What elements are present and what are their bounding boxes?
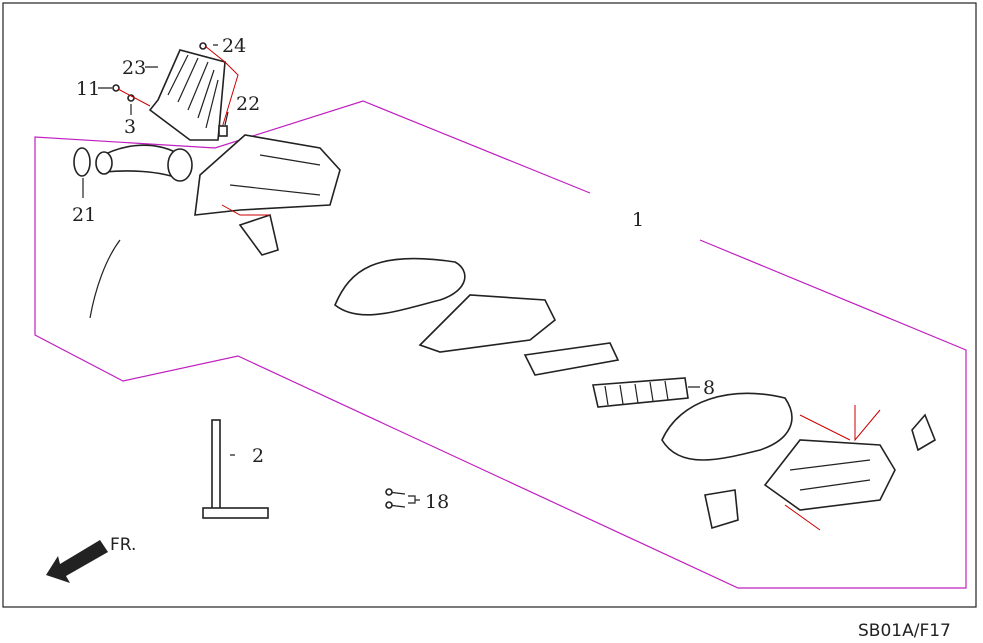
filter-cover (418, 294, 557, 353)
callout-18: 18 (425, 491, 449, 513)
frame-border (2, 2, 977, 608)
intake-duct (95, 144, 193, 182)
callout-22: 22 (236, 93, 260, 115)
part-18-bolts (385, 488, 406, 509)
air-cleaner-case-lower (704, 413, 936, 530)
front-direction-label: FR. (110, 535, 136, 555)
front-direction-arrow-icon (46, 540, 108, 583)
part-2-breather-pipe (202, 419, 269, 519)
callout-24: 24 (222, 35, 246, 57)
part-21-clamp (73, 147, 91, 177)
assembly-1-outline (34, 100, 967, 589)
callout-1: 1 (632, 209, 644, 231)
callout-11: 11 (76, 78, 100, 100)
part-8-filter-element (592, 377, 689, 408)
callout-23: 23 (122, 57, 146, 79)
filter-frame (523, 342, 620, 376)
part-11-screw (112, 84, 120, 92)
diagram-code: SB01A/F17 (858, 621, 951, 641)
part-23-snorkel (148, 42, 226, 141)
callout-21: 21 (72, 204, 96, 226)
gasket-upper (334, 257, 466, 316)
callout-3: 3 (124, 116, 136, 138)
callout-8: 8 (703, 377, 715, 399)
air-cleaner-case-upper (194, 134, 341, 256)
drain-hose (89, 239, 121, 319)
part-22-clip (218, 125, 228, 137)
callout-2: 2 (252, 445, 264, 467)
gasket-lower (661, 392, 793, 461)
